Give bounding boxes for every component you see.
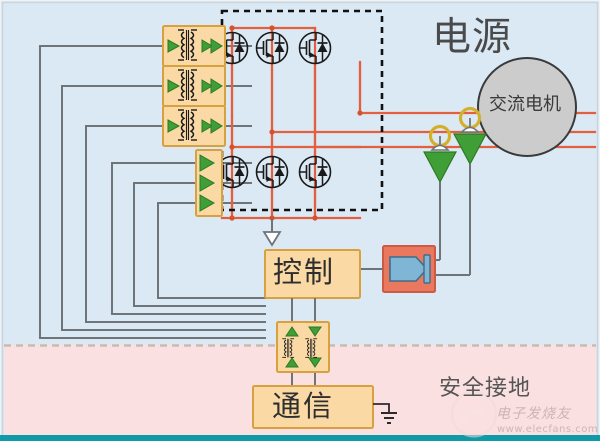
isolation-amplifier[interactable]	[382, 245, 436, 293]
low-side-driver-stack[interactable]	[195, 149, 223, 217]
watermark-logo-icon	[450, 390, 498, 438]
safety-ground-label: 安全接地	[439, 376, 532, 401]
comm-isolation-block[interactable]	[276, 321, 330, 373]
communication-block[interactable]	[252, 385, 374, 429]
control-block-label: 控制	[273, 255, 336, 289]
communication-block-label: 通信	[272, 389, 335, 423]
bottom-accent-bar	[0, 435, 600, 441]
ac-motor-label: 交流电机	[489, 94, 561, 115]
watermark-text: 电子发烧友	[496, 406, 571, 422]
ac-motor	[477, 57, 577, 157]
current-sensor-2	[453, 106, 487, 275]
watermark-url: www.elecfans.com	[497, 424, 599, 435]
current-sensor-1	[423, 124, 457, 260]
bridge-leg-wires	[230, 28, 362, 218]
control-to-comm-wires	[291, 298, 316, 386]
gate-driver-block-2[interactable]	[162, 65, 226, 107]
bridge-ground-symbol	[262, 218, 282, 247]
gate-driver-block-3[interactable]	[162, 105, 226, 147]
power-supply-title: 电源	[432, 15, 513, 60]
earth-ground-symbol	[373, 403, 397, 424]
control-block[interactable]	[264, 249, 361, 299]
gate-driver-block-1[interactable]	[162, 25, 226, 67]
control-signal-wires	[39, 45, 266, 339]
